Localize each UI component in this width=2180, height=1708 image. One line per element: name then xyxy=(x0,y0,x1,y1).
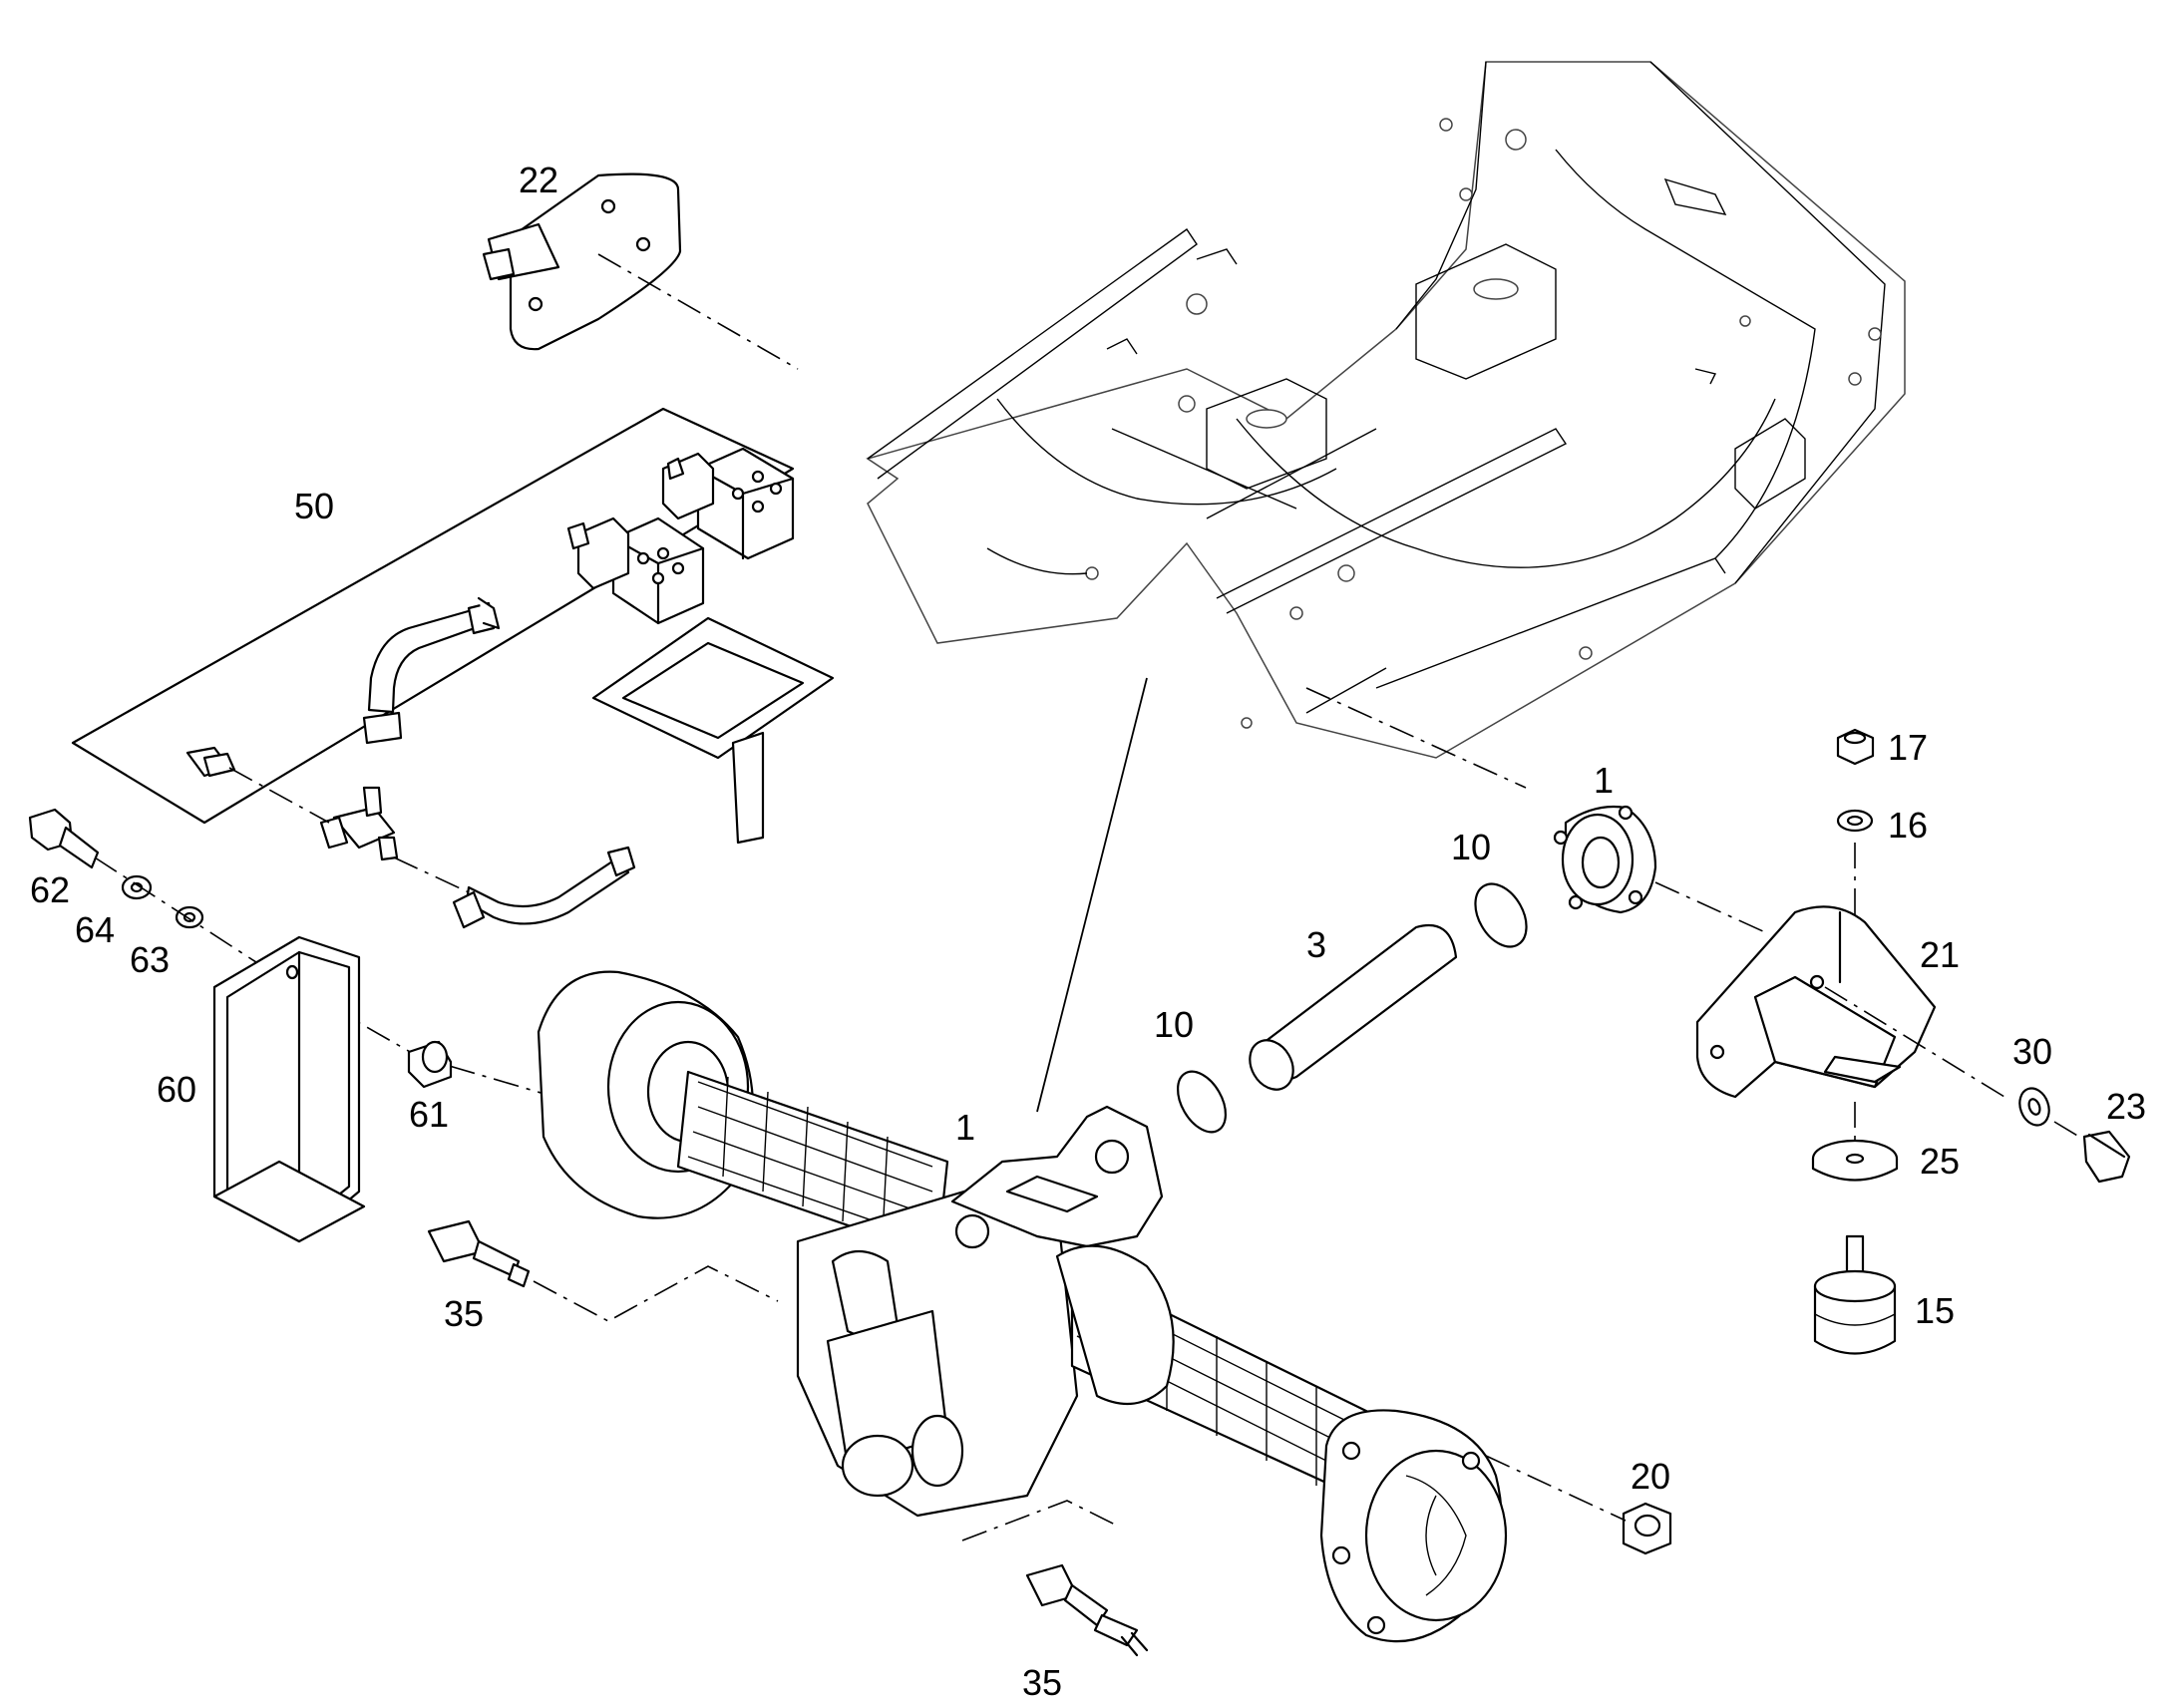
label-35-bottom: 35 xyxy=(1022,1662,1062,1703)
part-50-valve-upper xyxy=(661,447,795,560)
part-50-hose-upper xyxy=(362,596,501,745)
part-50-adapter xyxy=(185,746,236,778)
part-50-kit-bracket xyxy=(71,407,795,825)
dash-21-to-23 xyxy=(1824,986,2080,1138)
part-60-guard xyxy=(212,935,366,1243)
part-16-washer xyxy=(1836,809,1874,833)
dash-22-to-frame xyxy=(597,253,799,370)
dash-hub-to-20 xyxy=(1485,1455,1627,1522)
label-64: 64 xyxy=(75,909,115,950)
part-50-hose-lower xyxy=(452,846,636,929)
part-labels: 22 50 62 64 63 60 61 35 1 35 10 3 10 1 1… xyxy=(30,160,2146,1703)
label-60: 60 xyxy=(157,1069,196,1110)
leader-part-1 xyxy=(1036,677,1148,1113)
label-21: 21 xyxy=(1920,934,1960,975)
label-35-left: 35 xyxy=(444,1293,484,1334)
part-15-mount xyxy=(1813,1234,1897,1355)
part-50-valve-lower xyxy=(566,516,705,625)
dash-35-left xyxy=(533,1265,779,1322)
label-62: 62 xyxy=(30,869,70,910)
part-3-pin xyxy=(1249,923,1458,1091)
label-25: 25 xyxy=(1920,1141,1960,1182)
part-10-oring-upper xyxy=(1474,882,1528,948)
part-50-plate xyxy=(591,616,835,845)
label-1-axle: 1 xyxy=(955,1107,975,1148)
part-64-washer xyxy=(121,874,153,900)
part-10-oring-lower xyxy=(1176,1070,1228,1134)
part-1-axle xyxy=(537,970,1508,1643)
label-61: 61 xyxy=(409,1094,449,1135)
part-1-hub-flange xyxy=(1553,805,1657,914)
label-10-lower: 10 xyxy=(1154,1004,1194,1045)
dash-kit-50 xyxy=(228,767,470,893)
part-25-washer xyxy=(1811,1139,1899,1182)
part-23-bolt xyxy=(2082,1130,2131,1184)
part-50-tee-fitting xyxy=(319,786,399,861)
label-3: 3 xyxy=(1306,924,1326,965)
dash-hub-to-21 xyxy=(1654,881,1766,933)
label-50: 50 xyxy=(294,486,334,526)
dash-35-bottom xyxy=(961,1500,1118,1541)
dash-frame-to-hub xyxy=(1305,687,1527,789)
part-61-bushing xyxy=(407,1040,453,1089)
label-15: 15 xyxy=(1915,1290,1955,1331)
part-63-washer xyxy=(175,905,204,929)
part-30-washer xyxy=(2018,1087,2050,1127)
label-17: 17 xyxy=(1888,727,1928,768)
part-35-sensor-left xyxy=(427,1219,531,1288)
label-63: 63 xyxy=(130,939,170,980)
part-21-bracket xyxy=(1695,905,1937,1099)
chassis-frame xyxy=(866,61,1906,759)
label-16: 16 xyxy=(1888,805,1928,846)
part-22-bracket xyxy=(482,172,682,351)
label-22: 22 xyxy=(519,160,558,200)
label-20: 20 xyxy=(1631,1456,1670,1497)
label-10-upper: 10 xyxy=(1451,827,1491,867)
part-17-nut xyxy=(1836,728,1875,766)
label-30: 30 xyxy=(2012,1031,2052,1072)
part-35-sensor-bottom xyxy=(1025,1563,1149,1657)
part-62-bolt xyxy=(28,808,100,869)
label-23: 23 xyxy=(2106,1086,2146,1127)
part-20-nut xyxy=(1622,1502,1672,1555)
label-1-hub: 1 xyxy=(1594,760,1614,801)
